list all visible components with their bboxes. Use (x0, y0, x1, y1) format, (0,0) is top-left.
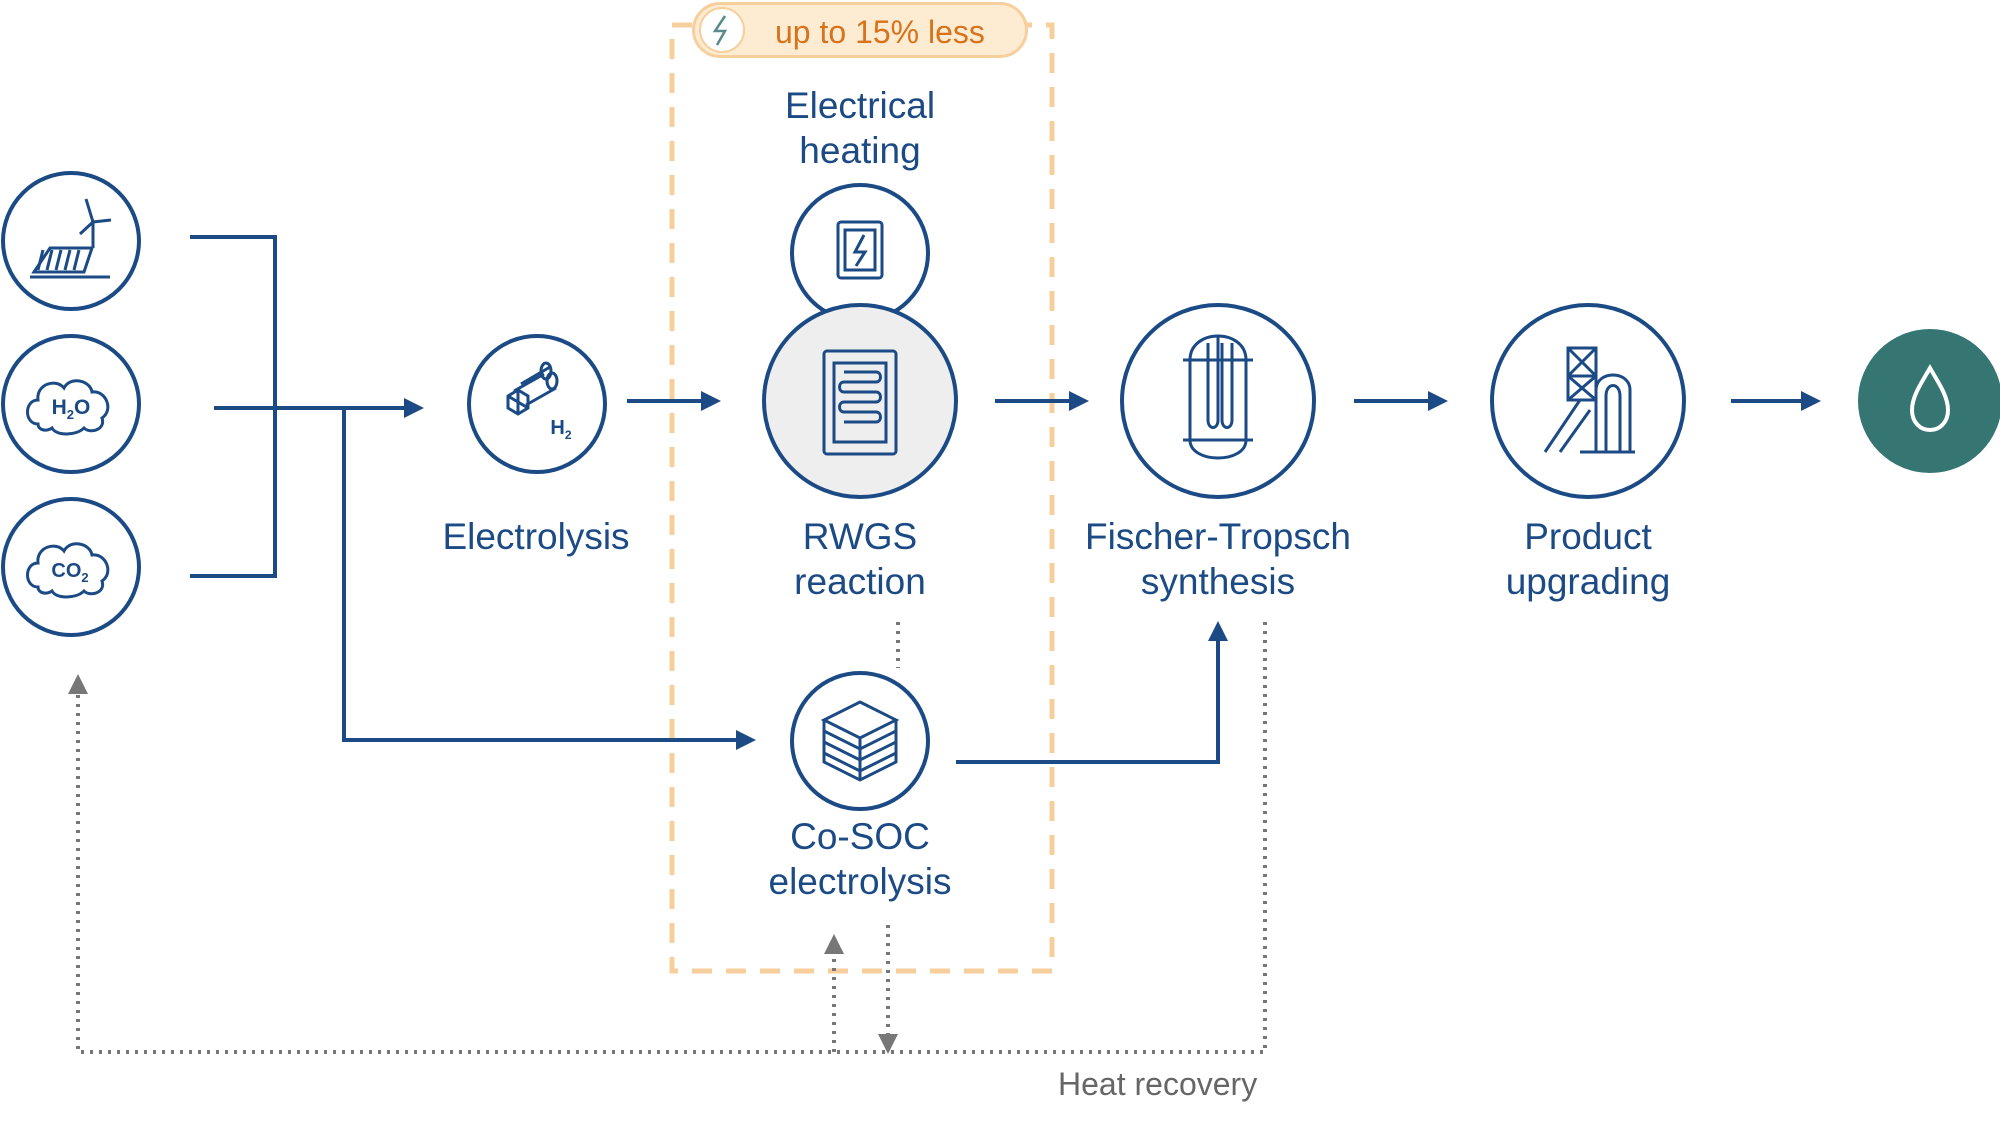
fischer-tropsch-node (1120, 303, 1316, 499)
product-upgrading-label-line2: upgrading (1505, 561, 1671, 602)
electrolyzer-icon (506, 361, 559, 416)
product-upgrading-node (1490, 303, 1686, 499)
reactor-coil-icon (822, 349, 898, 456)
svg-text:H2O: H2O (52, 396, 91, 422)
lightning-icon (699, 7, 745, 53)
electrical-heating-label: Electrical heating (760, 83, 960, 173)
flow-lines (190, 235, 1821, 764)
electric-heater-icon (836, 220, 884, 280)
h2o-cloud-icon (26, 379, 110, 436)
energy-savings-badge: up to 15% less (692, 2, 1028, 58)
electrical-heating-label-line2: heating (799, 130, 921, 171)
co2-formula-main: CO (51, 560, 81, 582)
electrolysis-label: Electrolysis (442, 516, 630, 557)
cell-stack-icon (820, 700, 900, 782)
h2o-formula-end: O (74, 396, 90, 419)
co2-cloud-icon (26, 542, 110, 599)
co-soc-label-line1: Co-SOC (790, 816, 930, 857)
h2o-node: H2O (1, 334, 141, 474)
electrolysis-node: H2 (467, 334, 607, 474)
svg-text:CO2: CO2 (51, 560, 88, 585)
h2o-formula-sub: 2 (67, 407, 74, 422)
co2-formula-sub: 2 (81, 570, 88, 585)
h2o-formula-main: H (52, 396, 67, 419)
product-upgrading-label: Product upgrading (1468, 514, 1708, 604)
wind-solar-icon (30, 198, 112, 279)
ft-reactor-icon (1183, 334, 1253, 460)
co2-node: CO2 (1, 497, 141, 637)
svg-text:H2: H2 (550, 417, 571, 442)
rwgs-label: RWGS reaction (740, 514, 980, 604)
fuel-drop-icon (1909, 363, 1951, 433)
product-node (1858, 329, 2000, 473)
heat-recovery-label: Heat recovery (1058, 1066, 1258, 1102)
rwgs-label-line1: RWGS (802, 516, 918, 557)
energy-savings-text: up to 15% less (775, 14, 985, 50)
fischer-tropsch-label: Fischer-Tropsch synthesis (1058, 514, 1378, 604)
refinery-icon (1543, 346, 1635, 454)
electrical-heating-node (790, 183, 930, 323)
heat-recovery-lines (68, 622, 1267, 1054)
co-soc-node (790, 671, 930, 811)
electrical-heating-label-line1: Electrical (784, 85, 936, 126)
electrolysis-h2-sub: 2 (565, 428, 572, 442)
rwgs-label-line2: reaction (794, 561, 926, 602)
co-soc-label-line2: electrolysis (768, 861, 952, 902)
fischer-tropsch-label-line1: Fischer-Tropsch (1085, 516, 1351, 557)
product-upgrading-label-line1: Product (1524, 516, 1652, 557)
renewables-node (1, 171, 141, 311)
fischer-tropsch-label-line2: synthesis (1140, 561, 1296, 602)
co-soc-label: Co-SOC electrolysis (740, 814, 980, 904)
electrolysis-h2-main: H (550, 417, 564, 439)
rwgs-node (762, 303, 958, 499)
